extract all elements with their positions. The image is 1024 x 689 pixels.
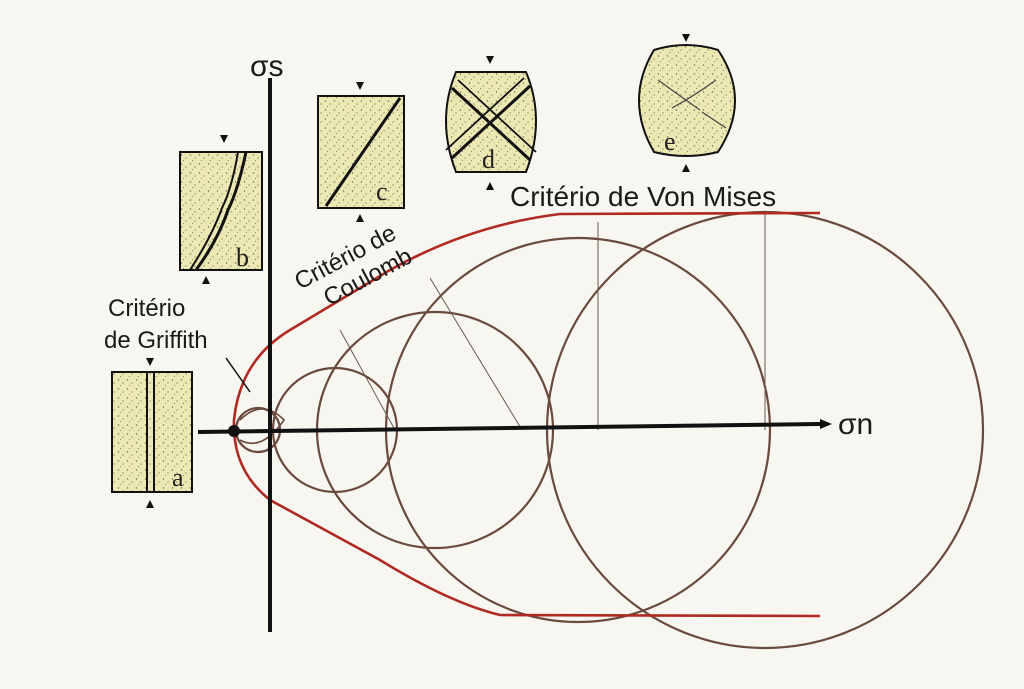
shear-axis-label: σs <box>250 50 284 83</box>
failure-envelope <box>232 211 821 618</box>
load-arrow-icon <box>202 276 210 284</box>
sample-c-letter: c <box>376 177 388 206</box>
sample-a-letter: a <box>172 463 184 492</box>
von-mises-label: Critério de Von Mises <box>510 181 776 212</box>
sample-a: a <box>111 358 193 508</box>
griffith-label-line2: de Griffith <box>104 327 208 354</box>
coulomb-label: Critério de Coulomb <box>290 219 417 311</box>
construction-lines <box>339 214 766 431</box>
load-arrow-icon <box>146 358 154 366</box>
normal-axis-label: σn <box>838 408 873 441</box>
load-arrow-icon <box>220 135 228 143</box>
griffith-pointer <box>225 357 251 393</box>
load-arrow-icon <box>486 182 494 190</box>
sample-e-letter: e <box>664 127 676 156</box>
sample-b-letter: b <box>236 243 249 272</box>
load-arrow-icon <box>356 82 364 90</box>
sample-d: d <box>445 56 537 190</box>
normal-axis <box>197 422 821 434</box>
normal-axis-arrow-icon <box>820 419 832 429</box>
load-arrow-icon <box>682 34 690 42</box>
sample-e: e <box>638 34 736 172</box>
sample-b: b <box>179 135 263 284</box>
origin-dot <box>228 425 240 437</box>
load-arrow-icon <box>356 214 364 222</box>
griffith-small-arc <box>239 408 286 445</box>
load-arrow-icon <box>486 56 494 64</box>
load-arrow-icon <box>682 164 690 172</box>
sample-c: c <box>317 82 405 222</box>
load-arrow-icon <box>146 500 154 508</box>
sample-d-letter: d <box>482 145 495 174</box>
griffith-label-line1: Critério <box>108 295 185 322</box>
